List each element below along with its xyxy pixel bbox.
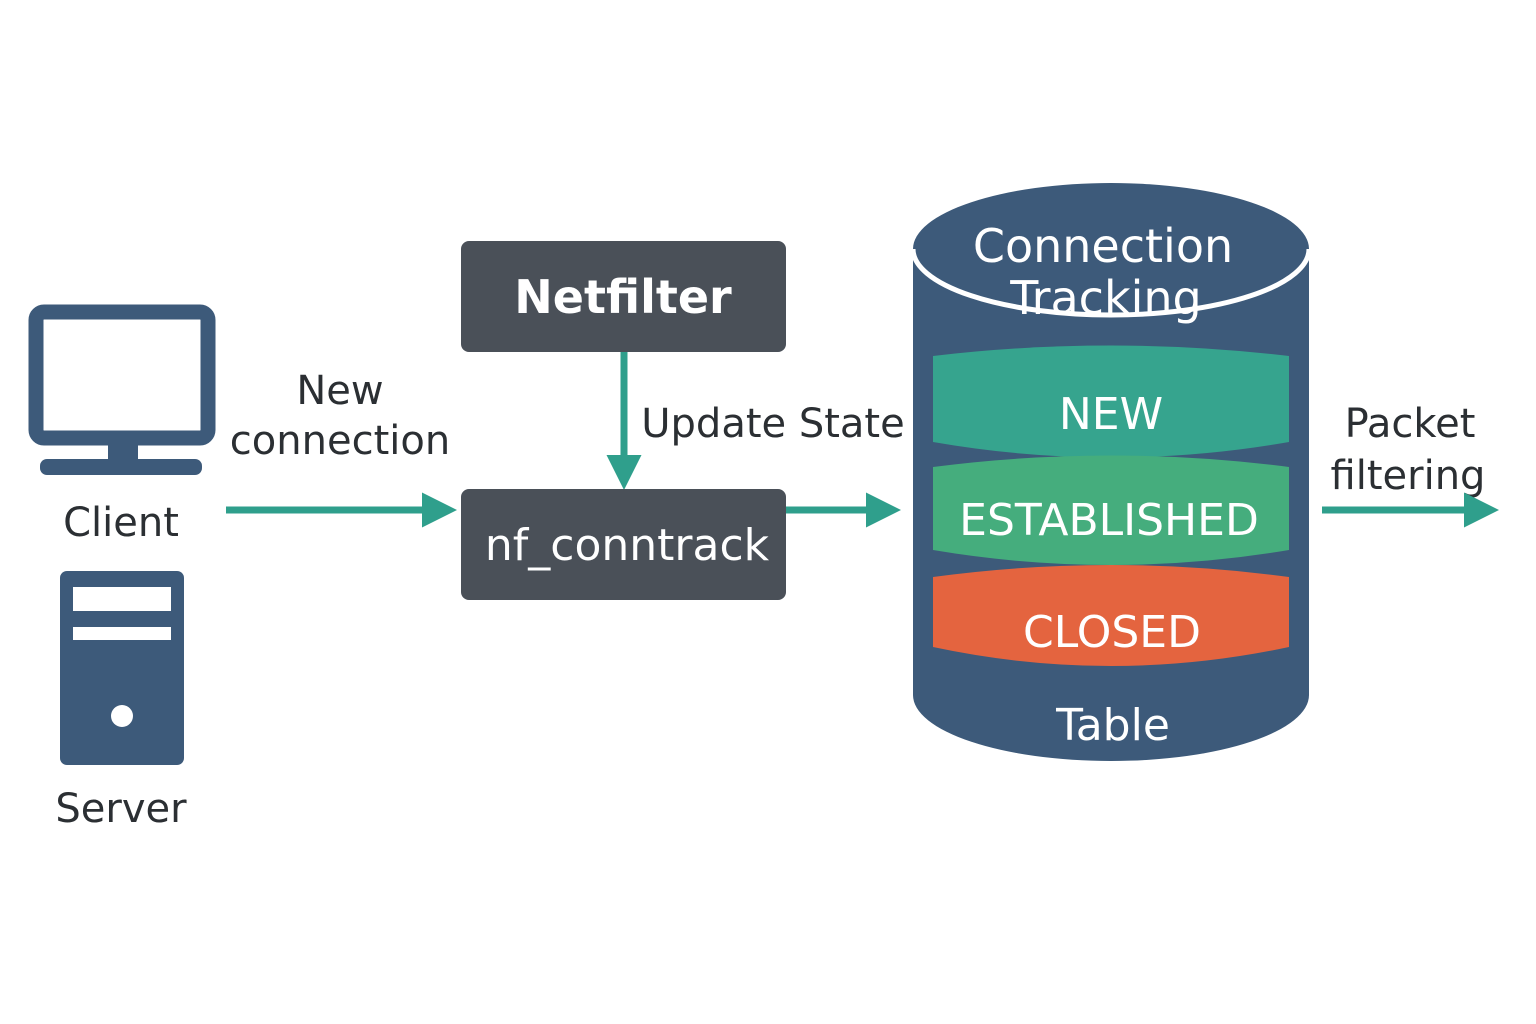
nf-conntrack-label: nf_conntrack [485,520,770,571]
table-title-line2: Tracking [1009,271,1202,325]
new-connection-label-line2: connection [230,418,450,464]
nf-conntrack-box [461,489,786,600]
state-band-closed [933,565,1289,666]
cylinder-rim [910,248,1312,318]
table-footer-label: Table [1055,700,1170,751]
new-connection-label-line1: New [296,368,383,414]
client-label: Client [63,500,179,546]
state-label-closed: CLOSED [1023,607,1201,658]
netfilter-label: Netfilter [514,270,732,324]
state-band-established [933,455,1289,565]
server-tower-icon [60,571,184,765]
update-state-label: Update State [641,401,904,447]
packet-filtering-label-line1: Packet [1345,401,1476,447]
table-title-line1: Connection [973,219,1233,273]
desktop-monitor-icon [28,304,216,475]
cylinder-top [913,183,1309,315]
packet-filtering-label-line2: filtering [1331,453,1486,499]
connection-tracking-table [910,183,1312,761]
netfilter-box [461,241,786,352]
server-label: Server [55,786,187,832]
state-label-new: NEW [1059,389,1163,440]
state-band-new [933,345,1289,458]
state-label-established: ESTABLISHED [959,495,1259,546]
